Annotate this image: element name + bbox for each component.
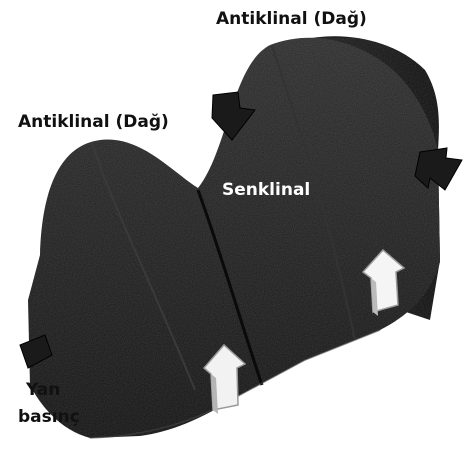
label-anticline-right: Antiklinal (Dağ) [216,9,367,29]
label-lateral-pressure-line1: Yan [25,380,60,400]
label-lateral-pressure-line2: basınç [18,407,80,427]
label-anticline-left: Antiklinal (Dağ) [18,112,169,132]
label-syncline: Senklinal [222,180,310,200]
